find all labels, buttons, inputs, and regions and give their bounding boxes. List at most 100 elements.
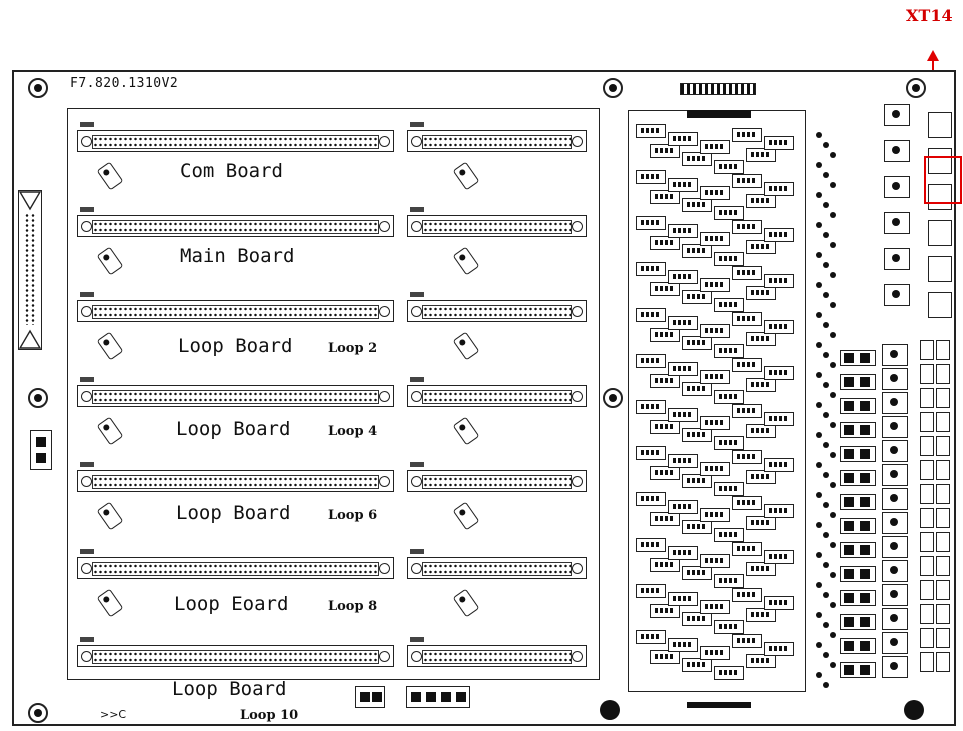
terminal-marker: [936, 532, 950, 552]
relay-strip-bottom-bar: [687, 702, 751, 708]
loop-number-label: Loop 2: [328, 341, 378, 356]
jumper-block: [928, 292, 952, 318]
relay-component: [714, 436, 744, 450]
relay-component: [668, 454, 698, 468]
relay-component: [732, 542, 762, 556]
diode-component: [816, 132, 822, 138]
relay-component: [636, 492, 666, 506]
relay-component: [732, 496, 762, 510]
terminal-marker: [920, 580, 934, 600]
relay-component: [746, 654, 776, 668]
diode-component: [830, 302, 836, 308]
relay-component: [714, 528, 744, 542]
diode-component: [830, 212, 836, 218]
relay-component: [636, 538, 666, 552]
relay-component: [746, 516, 776, 530]
terminal-pin-pair: [840, 590, 876, 606]
terminal-block-lower: [882, 560, 908, 582]
relay-component: [636, 308, 666, 322]
terminal-marker: [920, 388, 934, 408]
relay-component: [682, 658, 712, 672]
relay-component: [650, 650, 680, 664]
mounting-hole-bottom-left: [28, 703, 48, 723]
edge-connector-large-7: [77, 637, 394, 667]
relay-component: [636, 446, 666, 460]
edge-connector-small-6: [407, 549, 587, 579]
relay-component: [764, 642, 794, 656]
callout-arrowhead: [927, 50, 939, 61]
diode-component: [823, 322, 829, 328]
relay-component: [682, 428, 712, 442]
relay-component: [636, 584, 666, 598]
relay-component: [682, 520, 712, 534]
jumper-block: [928, 220, 952, 246]
terminal-marker: [936, 580, 950, 600]
terminal-block-lower: [882, 584, 908, 606]
mounting-hole-bottom-mid: [600, 700, 620, 720]
terminal-block-upper: [884, 284, 910, 306]
relay-component: [668, 408, 698, 422]
loop-number-label: Loop 8: [328, 599, 378, 614]
diode-component: [830, 482, 836, 488]
relay-component: [764, 412, 794, 426]
diode-component: [830, 602, 836, 608]
relay-component: [714, 666, 744, 680]
terminal-block-upper: [884, 140, 910, 162]
relay-component: [764, 136, 794, 150]
diode-component: [823, 142, 829, 148]
relay-component: [700, 186, 730, 200]
relay-component: [682, 198, 712, 212]
board-row-label: Loop Board: [176, 418, 291, 440]
diode-component: [816, 642, 822, 648]
edge-connector-large-1: [77, 122, 394, 152]
loop-number-label: Loop 6: [328, 508, 378, 523]
mounting-hole-bottom-right: [904, 700, 924, 720]
relay-component: [732, 358, 762, 372]
xt14-callout-label: XT14: [906, 6, 953, 25]
relay-component: [682, 566, 712, 580]
terminal-pin-pair: [840, 662, 876, 678]
diode-component: [830, 512, 836, 518]
diode-component: [830, 182, 836, 188]
terminal-marker: [936, 436, 950, 456]
terminal-marker: [920, 484, 934, 504]
relay-component: [700, 508, 730, 522]
diode-component: [816, 522, 822, 528]
diode-component: [816, 192, 822, 198]
bottom-connector-2pin: [355, 686, 385, 708]
relay-component: [650, 374, 680, 388]
diode-component: [823, 262, 829, 268]
diode-component: [830, 572, 836, 578]
terminal-pin-pair: [840, 638, 876, 654]
bottom-connector-4pin: [406, 686, 470, 708]
board-row-label: Main Board: [180, 245, 295, 267]
diode-component: [830, 542, 836, 548]
diode-component: [816, 612, 822, 618]
xt14-highlight-box: [924, 156, 962, 204]
relay-component: [764, 366, 794, 380]
relay-component: [764, 228, 794, 242]
relay-component: [636, 262, 666, 276]
diode-component: [830, 242, 836, 248]
diode-component: [816, 162, 822, 168]
terminal-pin-pair: [840, 470, 876, 486]
relay-component: [668, 132, 698, 146]
terminal-marker: [920, 628, 934, 648]
mounting-hole-top-mid: [603, 78, 623, 98]
relay-component: [650, 604, 680, 618]
diode-component: [830, 332, 836, 338]
diode-component: [830, 362, 836, 368]
diode-component: [823, 652, 829, 658]
diode-component: [823, 202, 829, 208]
relay-component: [636, 170, 666, 184]
terminal-marker: [936, 604, 950, 624]
diode-component: [830, 662, 836, 668]
edge-connector-large-4: [77, 377, 394, 407]
relay-component: [714, 160, 744, 174]
diode-component: [816, 282, 822, 288]
relay-component: [636, 216, 666, 230]
diode-component: [823, 622, 829, 628]
relay-component: [746, 424, 776, 438]
relay-component: [668, 224, 698, 238]
relay-component: [668, 500, 698, 514]
